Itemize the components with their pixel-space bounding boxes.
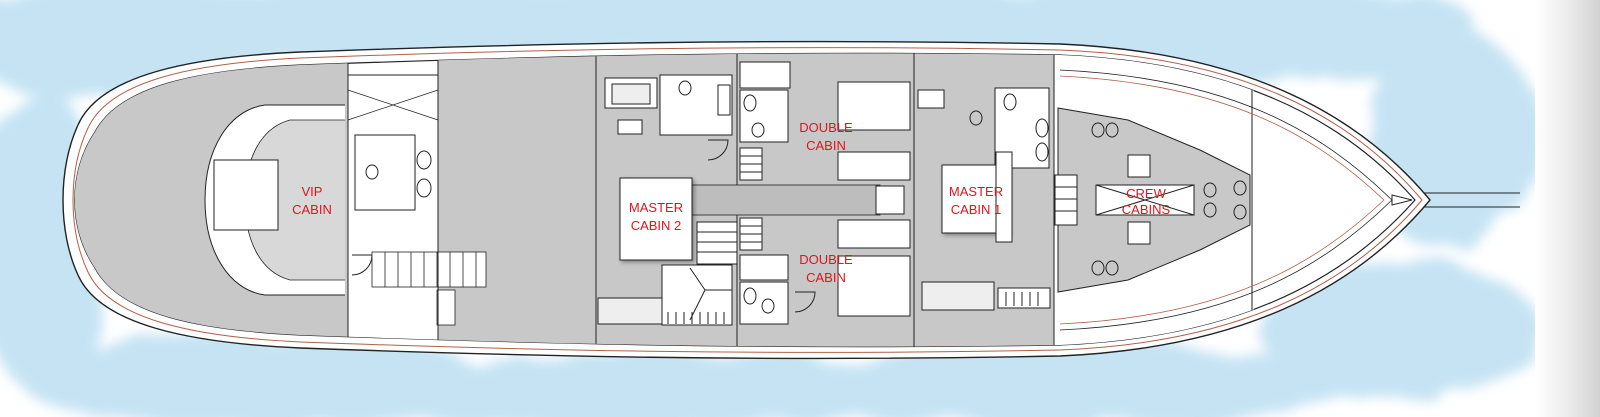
double-cabin-top-label-line1: DOUBLE	[799, 120, 853, 135]
aft-stair	[371, 251, 487, 326]
interior-layout	[74, 53, 1393, 347]
master-cabin-2-label-line1: MASTER	[629, 200, 683, 215]
master-cabin-1-label-line1: MASTER	[949, 184, 1003, 199]
double-cabin-bottom-label-line2: CABIN	[806, 270, 846, 285]
double-cabin-bottom-label-line1: DOUBLE	[799, 252, 853, 267]
vip-cabin-label-line1: VIP	[302, 184, 323, 199]
master2-bed	[619, 177, 693, 261]
double-cabin-top-label-line2: CABIN	[806, 138, 846, 153]
cabin-labels: VIP CABIN MASTER CABIN 2 DOUBLE CABIN DO…	[292, 120, 1170, 285]
crew-cabins-label-line2: CABINS	[1122, 202, 1171, 217]
aft-table	[213, 159, 279, 231]
watercolor-background	[0, 0, 1540, 417]
vip-cabin-label-line2: CABIN	[292, 202, 332, 217]
saloon-deck	[438, 53, 596, 347]
crew-cabins-label-line1: CREW	[1126, 186, 1166, 201]
master-cabin-2-label-line2: CABIN 2	[631, 218, 682, 233]
page-edge-shadow	[1535, 0, 1600, 417]
master-cabin-1-label-line2: CABIN 1	[951, 202, 1002, 217]
double-bottom-bed	[837, 219, 911, 249]
double-top-bed	[837, 81, 911, 131]
hull-rubrail	[72, 47, 1423, 353]
